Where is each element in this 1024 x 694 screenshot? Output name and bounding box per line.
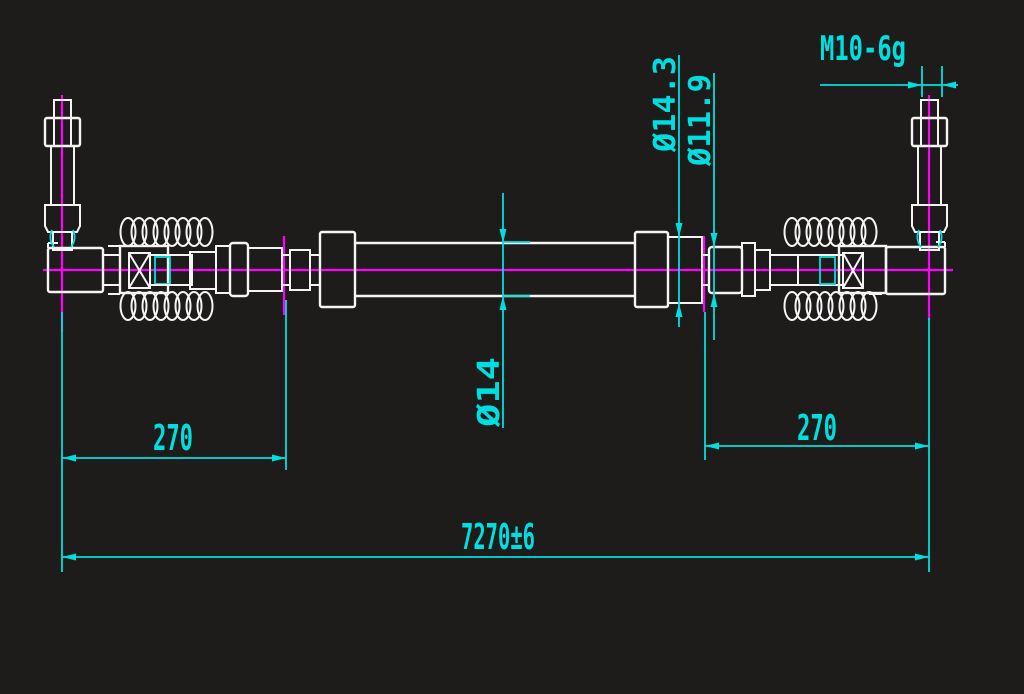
- left-stud-flange: [44, 204, 81, 233]
- left-270-label: 270: [153, 418, 193, 459]
- left-inner-tube: [149, 254, 193, 286]
- dia-14-label: Ø14: [472, 357, 507, 428]
- left-weld-mark: [49, 229, 55, 248]
- overall-length-label: 7270±6: [461, 517, 535, 558]
- hose-tube: [355, 241, 635, 298]
- right-270-label: 270: [797, 408, 837, 449]
- right-elbow-body: [884, 245, 947, 296]
- left-fitting-train: [189, 230, 357, 309]
- dimension-270-right: 270: [704, 312, 930, 572]
- left-socket-body: [118, 244, 170, 295]
- thread-callout-label: M10-6g: [820, 29, 906, 69]
- left-threaded-stud: [43, 99, 82, 251]
- right-stud-neck: [919, 231, 940, 251]
- dimension-dia-14-3: Ø14.3: [648, 55, 683, 327]
- right-x-box: [842, 252, 864, 289]
- left-crimp-socket: [118, 244, 193, 295]
- dimension-270-left: 270: [61, 300, 287, 572]
- right-liner-highlight: [819, 256, 836, 285]
- dimension-dia-14: Ø14: [472, 193, 530, 428]
- dia-14-3-label: Ø14.3: [648, 56, 683, 153]
- right-stud-flange: [911, 204, 948, 233]
- left-weld-mark: [70, 229, 76, 248]
- dimension-dia-11-9: Ø11.9: [683, 73, 718, 340]
- left-stud-neck: [52, 231, 73, 251]
- dimension-thread-callout: M10-6g: [820, 29, 958, 97]
- dimension-overall-length: 7270±6: [62, 517, 929, 561]
- right-weld-mark: [937, 229, 943, 248]
- left-crimp-collar: [318, 230, 357, 309]
- left-spring-guard: [108, 217, 214, 321]
- right-threaded-stud: [910, 99, 949, 251]
- right-weld-mark: [916, 229, 922, 248]
- dia-11-9-label: Ø11.9: [683, 74, 718, 167]
